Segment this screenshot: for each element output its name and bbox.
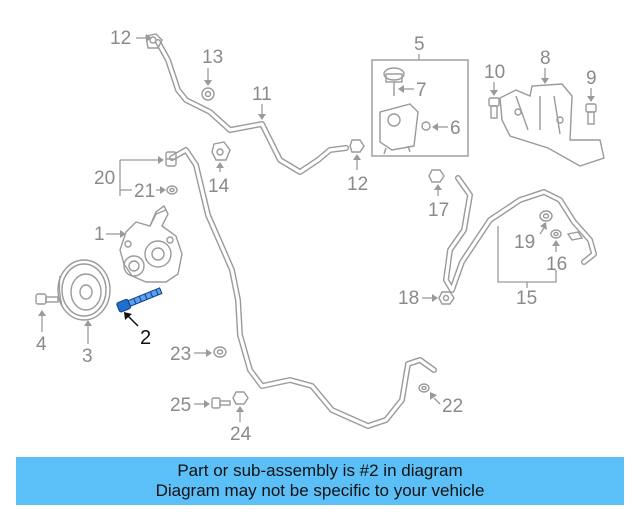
bolt-10	[488, 97, 500, 119]
callout-13: 13	[202, 47, 223, 86]
reservoir-cap-7	[383, 67, 405, 96]
callout-label-5: 5	[414, 34, 425, 55]
callout-label-15: 15	[516, 288, 537, 309]
bolt-2-highlighted	[116, 287, 163, 313]
callout-4: 4	[36, 310, 47, 355]
fitting-20	[165, 151, 177, 167]
callout-label-17: 17	[428, 200, 449, 221]
seal-22	[418, 383, 430, 393]
reservoir-assembly-box	[371, 59, 469, 157]
callout-1: 1	[94, 224, 126, 245]
callout-label-24: 24	[230, 424, 252, 445]
bolt-9	[585, 103, 597, 125]
callout-17: 17	[428, 184, 449, 221]
callout-label-1: 1	[94, 224, 105, 245]
bolt-4	[35, 293, 59, 305]
callout-label-12-lower: 12	[347, 174, 368, 195]
banner-line-disclaimer: Diagram may not be specific to your vehi…	[155, 481, 485, 500]
clamp-14	[211, 141, 231, 161]
bolt-25	[211, 397, 231, 409]
callout-label-21: 21	[134, 181, 155, 202]
hose-clip-12-upper	[145, 33, 163, 49]
callout-7: 7	[398, 80, 427, 101]
callout-label-20: 20	[94, 168, 115, 189]
callout-11: 11	[252, 84, 272, 120]
bracket-8	[499, 83, 605, 167]
callout-8: 8	[540, 48, 551, 84]
callout-12-upper: 12	[110, 28, 152, 49]
reservoir-6	[379, 103, 431, 155]
seal-21	[166, 185, 178, 195]
callout-10: 10	[484, 62, 505, 96]
parts-diagram: 12 13 11 12 14 20	[35, 28, 605, 445]
callout-25: 25	[170, 395, 210, 416]
callout-label-18: 18	[398, 288, 419, 309]
seal-16	[550, 229, 584, 241]
callout-12-lower: 12	[347, 154, 368, 195]
power-steering-pump-1	[119, 204, 183, 283]
callout-24: 24	[230, 406, 252, 445]
callout-6: 6	[432, 118, 461, 139]
callout-2: 2	[124, 312, 151, 349]
seal-19	[539, 210, 553, 222]
hose-clip-12-lower	[349, 139, 365, 153]
callout-20: 20	[94, 156, 164, 196]
cooler-pipe-15	[443, 175, 597, 293]
callout-label-19: 19	[514, 232, 535, 253]
callout-label-9: 9	[586, 68, 597, 89]
nut-18	[438, 291, 455, 305]
info-banner: Part or sub-assembly is #2 in diagram Di…	[16, 457, 624, 505]
callout-label-8: 8	[540, 48, 551, 69]
callout-3: 3	[82, 320, 93, 367]
callout-5: 5	[414, 34, 425, 60]
callout-19: 19	[514, 222, 547, 253]
clamp-13	[201, 87, 215, 101]
callout-label-3: 3	[82, 346, 93, 367]
callout-label-11: 11	[252, 84, 272, 105]
callout-9: 9	[586, 68, 597, 102]
clamp-24	[232, 391, 249, 405]
callout-23: 23	[170, 344, 212, 365]
banner-line-part: Part or sub-assembly is #2 in diagram	[177, 461, 463, 480]
seal-23	[213, 346, 227, 358]
callout-label-6: 6	[450, 118, 461, 139]
callout-label-12-upper: 12	[110, 28, 131, 49]
clamp-17	[428, 169, 445, 183]
pulley-3	[57, 259, 111, 321]
callout-16: 16	[546, 240, 567, 275]
callout-label-22: 22	[442, 396, 463, 417]
callout-label-16: 16	[546, 254, 567, 275]
callout-18: 18	[398, 288, 438, 309]
callout-14: 14	[208, 162, 230, 197]
callout-label-7: 7	[416, 80, 427, 101]
callout-label-23: 23	[170, 344, 191, 365]
callout-label-2: 2	[140, 327, 151, 349]
callout-label-13: 13	[202, 47, 223, 68]
callout-label-25: 25	[170, 395, 191, 416]
callout-label-4: 4	[36, 334, 47, 355]
callout-label-14: 14	[208, 176, 230, 197]
callout-15: 15	[497, 226, 557, 309]
pressure-hose-main	[169, 147, 437, 429]
callout-21: 21	[120, 181, 166, 202]
callout-22: 22	[430, 392, 463, 417]
return-pipe-11	[155, 39, 349, 175]
callout-label-10: 10	[484, 62, 505, 83]
